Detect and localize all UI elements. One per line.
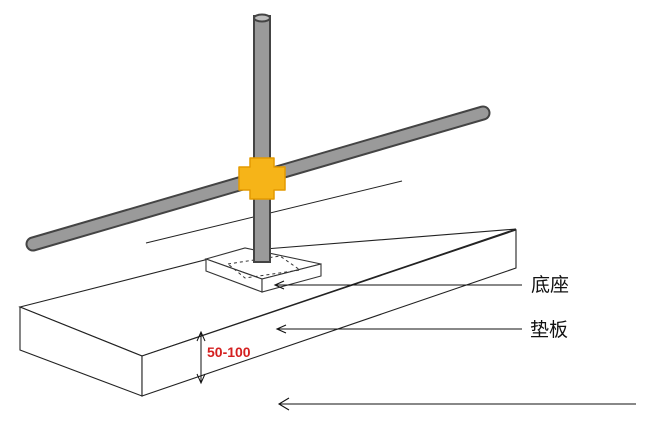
bottom-arrowhead: [277, 397, 290, 411]
thickness-label: 50-100: [207, 344, 251, 360]
plank-label: 垫板: [530, 319, 568, 341]
coupler: [238, 157, 286, 200]
base-plate-hidden-edge: [226, 255, 302, 279]
plank-side-face: [141, 229, 517, 397]
vertical-tube: [253, 13, 271, 263]
base-label: 底座: [531, 274, 569, 296]
vertical-tube-top-end: [253, 13, 271, 23]
leader-arrows: [273, 280, 636, 411]
sole-plank: [18, 228, 517, 397]
base-arrowhead: [273, 280, 285, 290]
thickness-dimension: [196, 330, 206, 385]
plank-arrowhead: [275, 324, 287, 334]
